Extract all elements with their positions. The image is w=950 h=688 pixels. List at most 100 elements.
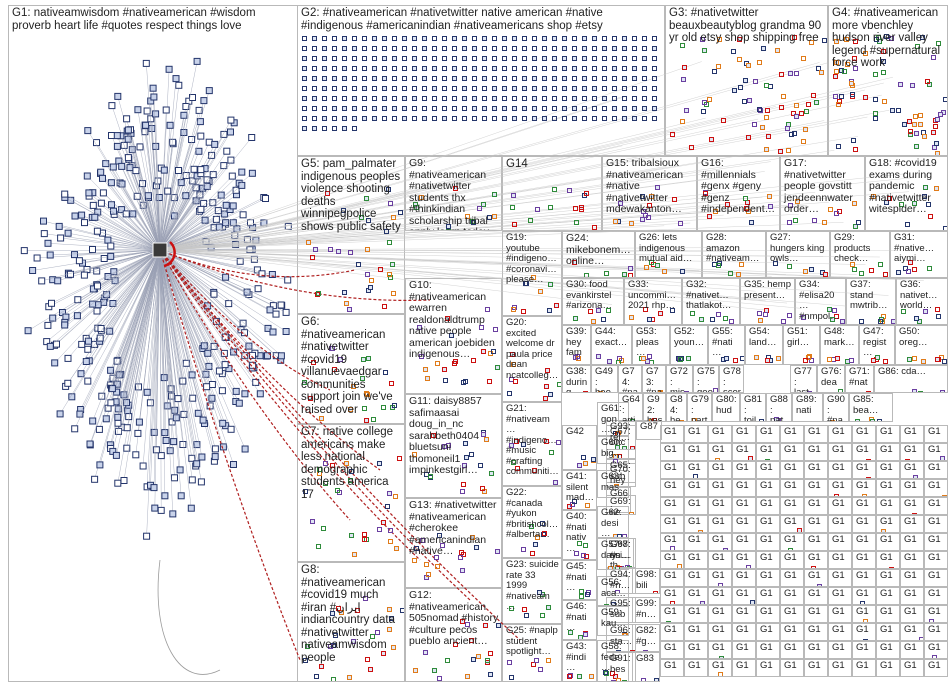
group-box-g33: G33: uncommi… 2021 rhp… [624, 278, 682, 325]
network-node [829, 317, 835, 323]
group-box-g19: G19: youtube #indigeno… #coronavi… pleas… [502, 231, 562, 316]
group-box-minor: G1… [900, 605, 924, 623]
group-label-g37: G37: stand mwtrib… [850, 279, 888, 311]
group-box-minor: G1… [708, 623, 732, 641]
network-node [652, 76, 657, 81]
group-box-minor: G1… [828, 461, 852, 479]
group-label-g91: G91: bes… [610, 653, 634, 682]
network-node [826, 307, 832, 313]
group-box-minor: G1… [780, 533, 804, 551]
network-node [542, 96, 547, 101]
network-node [852, 38, 858, 44]
network-node [472, 56, 477, 61]
group-box-minor: G1… [684, 641, 708, 659]
network-node [542, 76, 547, 81]
network-node [583, 272, 589, 277]
group-box-g71: G71: #nat… [845, 365, 874, 393]
group-box-minor: G1… [684, 515, 708, 533]
network-node [402, 116, 407, 121]
group-box-minor: G1… [708, 587, 732, 605]
group-label-minor: G1… [688, 660, 701, 677]
group-box-g49: G49: boo… [591, 365, 618, 393]
group-box-minor: G1… [852, 587, 876, 605]
group-box-minor: G1… [876, 425, 900, 443]
network-node [602, 76, 607, 81]
network-node [511, 307, 517, 313]
group-box-g45: G45: #nati… [562, 560, 597, 600]
group-label-minor: G1… [856, 642, 869, 659]
network-node [342, 96, 347, 101]
group-label-minor: G1… [808, 606, 821, 623]
network-node [632, 86, 637, 91]
network-node [332, 56, 337, 61]
group-label-minor: G1… [928, 642, 941, 659]
network-node [652, 106, 657, 111]
network-node [582, 46, 587, 51]
group-box-g29: G29: products check… [830, 231, 890, 278]
group-box-minor: G1… [684, 569, 708, 587]
network-node [941, 358, 947, 364]
network-node [423, 562, 429, 568]
group-label-minor: G1… [688, 570, 701, 587]
group-label-g86: G86: cda… [878, 366, 927, 377]
group-label-minor: G1… [760, 426, 773, 443]
network-node [572, 66, 577, 71]
network-node [576, 463, 582, 469]
group-box-g18: G18: #covid19 exams during pandemic #nat… [865, 156, 948, 231]
network-node [844, 36, 850, 42]
network-node [342, 66, 347, 71]
group-label-minor: G1… [928, 480, 941, 497]
group-box-minor: G1… [852, 461, 876, 479]
network-node [342, 56, 347, 61]
network-node [305, 643, 311, 649]
group-box-minor: G1… [828, 443, 852, 461]
network-node [774, 417, 780, 421]
group-label-minor: G1… [760, 498, 773, 515]
group-box-g20: G20: excited welcome dr paula price dean… [502, 316, 562, 402]
group-label-minor: G1… [928, 588, 941, 605]
network-node [856, 391, 862, 392]
group-label-minor: G1… [784, 588, 797, 605]
network-node [652, 66, 657, 71]
network-node [332, 96, 337, 101]
network-node [528, 524, 534, 530]
network-node [898, 81, 904, 87]
group-label-minor: G1… [904, 462, 917, 479]
group-label-minor: G1… [712, 606, 725, 623]
network-node [302, 76, 307, 81]
group-label-minor: G1… [736, 534, 749, 551]
group-label-minor: G1… [784, 552, 797, 569]
network-node [921, 358, 927, 364]
network-node [342, 290, 348, 296]
network-node [332, 46, 337, 51]
network-node [869, 419, 875, 421]
group-label-minor: G1… [832, 642, 845, 659]
group-label-minor: G1… [688, 444, 701, 461]
network-node [640, 622, 645, 623]
group-box-minor: G1… [876, 479, 900, 497]
group-label-g51: G51: girl… [787, 326, 811, 348]
network-node [402, 76, 407, 81]
network-node [677, 221, 683, 227]
group-box-minor: G1… [852, 425, 876, 443]
network-node [592, 46, 597, 51]
group-box-g31: G31: #native… aiymi… [890, 231, 948, 278]
network-node [764, 459, 770, 460]
group-label-minor: G1… [904, 624, 917, 641]
network-node [644, 359, 650, 364]
network-node [922, 185, 928, 191]
group-box-g5: G5: pam_palmater indigenous peoples viol… [297, 156, 405, 314]
network-node [302, 116, 307, 121]
network-node [322, 86, 327, 91]
network-node [573, 316, 579, 322]
group-label-minor: G1… [712, 534, 725, 551]
network-node [319, 416, 325, 422]
group-box-minor: G1… [732, 425, 756, 443]
group-label-g5: G5: pam_palmater indigenous peoples viol… [301, 158, 404, 233]
group-box-minor: G1… [684, 443, 708, 461]
network-node [708, 137, 714, 143]
group-box-minor: G1… [828, 569, 852, 587]
group-label-minor: G1… [856, 606, 869, 623]
network-node [552, 106, 557, 111]
group-label-g32: G32: #nativet… thatlakot… [686, 279, 732, 311]
